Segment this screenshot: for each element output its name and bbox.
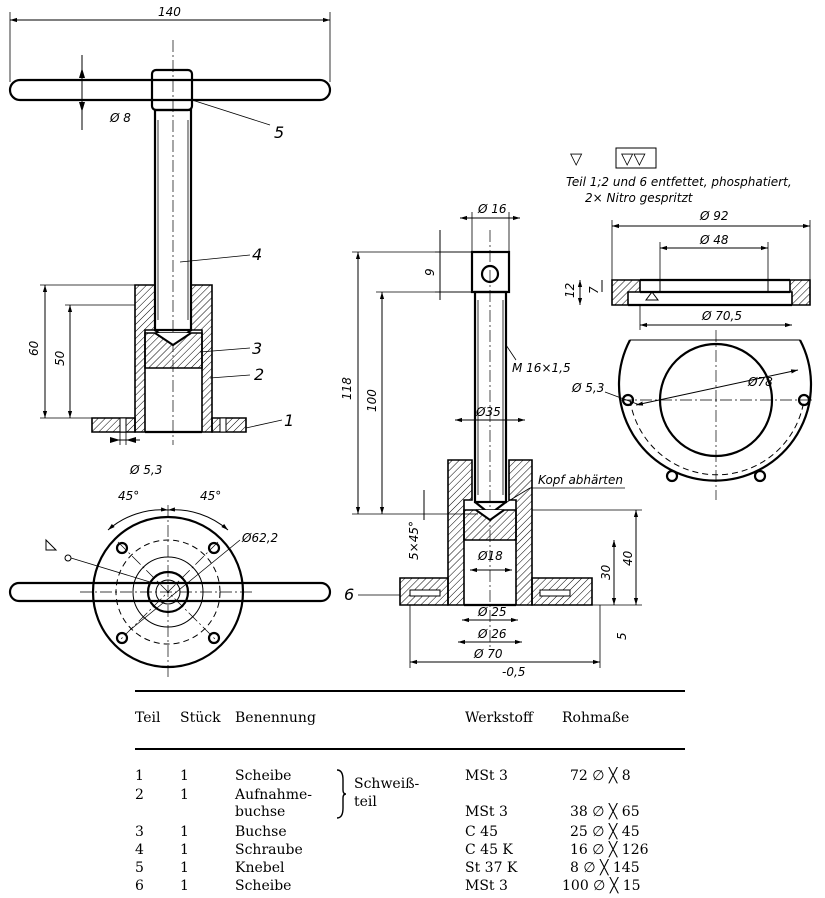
dim-60: 60 <box>27 340 41 356</box>
callout-5: 5 <box>274 123 284 142</box>
table-row: 3 1 Buchse C 45 25 ∅ ╳ 45 <box>130 824 690 841</box>
cell-teil: 2 <box>135 787 144 803</box>
table-row: 2 1 Aufnahme- buchse MSt 3 38 ∅ ╳ 65 <box>130 787 690 820</box>
dim-d18: Ø18 <box>477 549 503 563</box>
dim-d53-top: Ø 5,3 <box>129 463 162 477</box>
cell-teil: 5 <box>135 860 144 876</box>
weld-bracket <box>335 768 347 820</box>
dim-45b: 45° <box>200 489 221 503</box>
cell-stueck: 1 <box>180 768 189 784</box>
cell-rohmasse: 38 ∅ ╳ 65 <box>570 804 640 820</box>
cell-rohmasse: 16 ∅ ╳ 126 <box>570 842 649 858</box>
cell-benennung: Scheibe <box>235 768 292 784</box>
dim-50: 50 <box>53 350 67 366</box>
table-row: 6 1 Scheibe MSt 3 100 ∅ ╳ 15 <box>130 878 690 895</box>
header-werkstoff: Werkstoff <box>465 710 533 726</box>
dim-d705: Ø 70,5 <box>701 309 742 323</box>
dim-5: 5 <box>615 632 629 640</box>
parts-top-rule <box>135 690 685 692</box>
dim-40: 40 <box>621 550 635 566</box>
cell-werkstoff: C 45 <box>465 824 498 840</box>
header-benennung: Benennung <box>235 710 316 726</box>
parts-header-rule <box>135 748 685 750</box>
note-line-1: Teil 1;2 und 6 entfettet, phosphatiert, <box>566 175 792 189</box>
weld-note-1: Schweiß- <box>354 776 420 792</box>
dim-100: 100 <box>365 389 379 412</box>
table-row: 4 1 Schraube C 45 K 16 ∅ ╳ 126 <box>130 842 690 859</box>
cell-rohmasse: 25 ∅ ╳ 45 <box>570 824 640 840</box>
disc-view: ▽ ▽▽ Teil 1;2 und 6 entfettet, phosphati… <box>563 147 815 500</box>
cell-teil: 6 <box>135 878 144 894</box>
cell-stueck: 1 <box>180 824 189 840</box>
parts-header: Teil Stück Benennung Werkstoff Rohmaße <box>130 710 690 730</box>
header-stueck: Stück <box>180 710 221 726</box>
cell-stueck: 1 <box>180 878 189 894</box>
dim-d92: Ø 92 <box>699 209 729 223</box>
cell-benennung: Knebel <box>235 860 285 876</box>
dim-d35: Ø35 <box>475 405 501 419</box>
cell-werkstoff: MSt 3 <box>465 878 508 894</box>
handle-head <box>150 68 194 112</box>
dim-m16: M 16×1,5 <box>512 361 571 375</box>
section-view: Ø 16 9 118 100 M 16×1,5 Ø35 5×45° Ø18 30… <box>340 202 642 679</box>
callout-3: 3 <box>252 339 262 358</box>
cell-stueck: 1 <box>180 860 189 876</box>
dim-5x45: 5×45° <box>407 521 421 560</box>
surface-symbol-box: ▽▽ <box>621 149 646 168</box>
dim-d26: Ø 26 <box>477 627 507 641</box>
cell-stueck: 1 <box>180 842 189 858</box>
base-disc-left <box>91 417 136 433</box>
cell-teil: 3 <box>135 824 144 840</box>
table-row: 1 1 Scheibe MSt 3 72 ∅ ╳ 8 <box>130 768 690 785</box>
dim-d78: Ø78 <box>747 375 773 389</box>
cell-benennung-2: buchse <box>235 804 286 820</box>
technical-drawing: 140 Ø 8 60 50 Ø 5,3 5 4 3 2 1 <box>8 5 815 680</box>
dim-9: 9 <box>423 268 437 276</box>
callout-6: 6 <box>344 585 354 604</box>
dim-d16: Ø 16 <box>477 202 507 216</box>
weld-note-2: teil <box>354 794 377 810</box>
dim-d8: Ø 8 <box>109 111 131 125</box>
callout-2: 2 <box>254 365 264 384</box>
callout-4: 4 <box>252 245 262 264</box>
cell-werkstoff: MSt 3 <box>465 804 508 820</box>
dim-30: 30 <box>599 564 613 580</box>
front-view: 140 Ø 8 60 50 Ø 5,3 5 4 3 2 1 <box>8 5 332 477</box>
table-row: 5 1 Knebel St 37 K 8 ∅ ╳ 145 <box>130 860 690 877</box>
header-rohmasse: Rohmaße <box>562 710 630 726</box>
cell-teil: 4 <box>135 842 144 858</box>
plan-view: 45° 45° Ø62,2 <box>8 489 332 680</box>
dim-05: -0,5 <box>502 665 525 679</box>
cell-stueck: 1 <box>180 787 189 803</box>
cell-benennung: Scheibe <box>235 878 292 894</box>
kopf-note: Kopf abhärten <box>538 473 623 487</box>
cell-werkstoff: MSt 3 <box>465 768 508 784</box>
cell-rohmasse: 72 ∅ ╳ 8 <box>570 768 631 784</box>
cell-rohmasse: 8 ∅ ╳ 145 <box>570 860 640 876</box>
dim-140: 140 <box>158 5 181 19</box>
dim-118: 118 <box>340 377 354 400</box>
cell-benennung: Schraube <box>235 842 303 858</box>
cell-rohmasse: 100 ∅ ╳ 15 <box>562 878 641 894</box>
cell-werkstoff: St 37 K <box>465 860 518 876</box>
dim-d70: Ø 70 <box>473 647 503 661</box>
note-line-2: 2× Nitro gespritzt <box>585 191 694 205</box>
surface-symbol: ▽ <box>570 149 583 168</box>
dim-7: 7 <box>587 286 601 294</box>
cell-teil: 1 <box>135 768 144 784</box>
dim-d48: Ø 48 <box>699 233 729 247</box>
cell-werkstoff: C 45 K <box>465 842 513 858</box>
header-teil: Teil <box>135 710 161 726</box>
dim-d622: Ø62,2 <box>241 531 278 545</box>
cell-benennung: Buchse <box>235 824 287 840</box>
base-disc-right <box>211 417 247 433</box>
dim-d25: Ø 25 <box>477 605 507 619</box>
callout-1: 1 <box>284 411 294 430</box>
knebel-bar <box>8 78 332 102</box>
dim-12: 12 <box>563 283 577 298</box>
dim-d53-disc: Ø 5,3 <box>571 381 604 395</box>
screw-head <box>470 250 511 294</box>
dim-45a: 45° <box>118 489 139 503</box>
cell-benennung: Aufnahme- <box>235 787 312 803</box>
